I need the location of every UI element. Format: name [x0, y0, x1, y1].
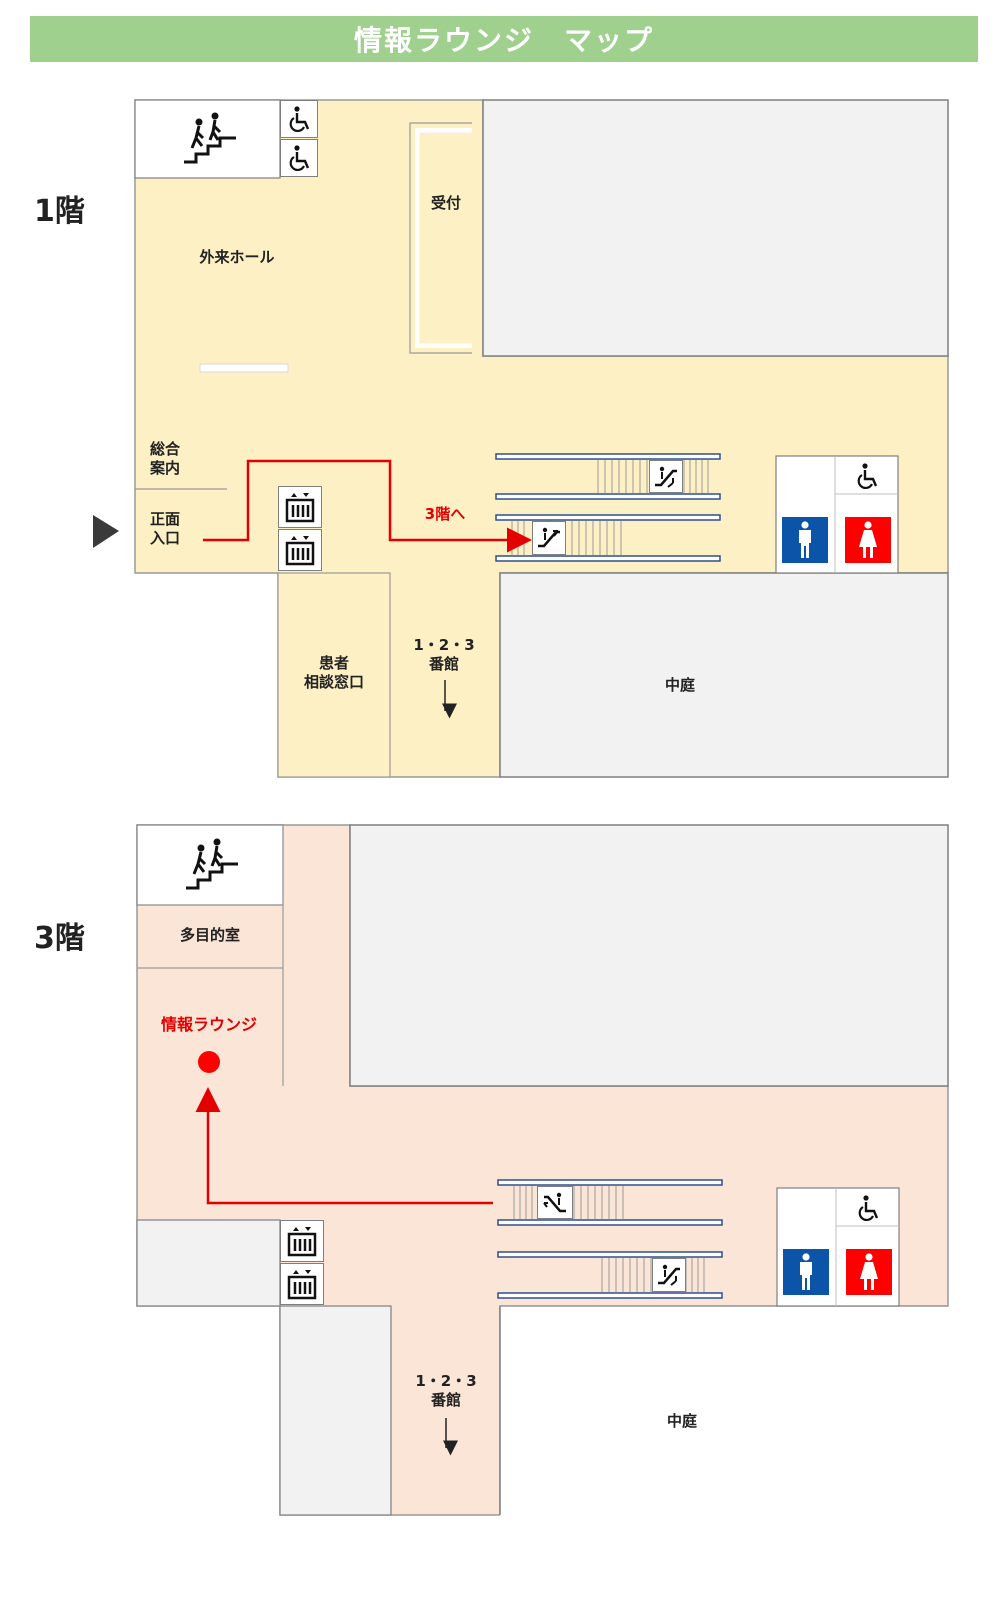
- elevator-icon: [278, 529, 322, 571]
- route-to-lounge: [195, 1087, 493, 1205]
- map-title: 情報ラウンジ マップ: [353, 24, 654, 57]
- outpatient-hall-label: 外来ホール: [199, 248, 275, 266]
- wheelchair-icon: [280, 100, 318, 138]
- multipurpose-room-label: 多目的室: [179, 926, 240, 944]
- floor1-escalators: [495, 453, 721, 562]
- reception-counter: [409, 122, 472, 354]
- floor1-plan: [93, 99, 949, 778]
- floor3-label: 3階: [34, 921, 85, 956]
- buildings-label-floor3: 1・2・3 番館: [415, 1372, 477, 1409]
- floor1-label: 1階: [34, 194, 85, 229]
- men-restroom-icon: [783, 1249, 829, 1295]
- elevator-icon: [280, 1263, 324, 1305]
- wheelchair-icon: [280, 139, 318, 177]
- map-title-banner: 情報ラウンジ マップ: [30, 16, 978, 62]
- route-to-floor3: [203, 459, 532, 553]
- floor3-upper-block: [349, 824, 949, 1087]
- wheelchair-icon: [850, 460, 884, 492]
- info-lounge-label: 情報ラウンジ: [160, 1015, 257, 1034]
- reception-label: 受付: [430, 194, 461, 212]
- floor3-courtyard-area: [500, 1306, 948, 1516]
- to-floor3-label: 3階へ: [424, 505, 466, 523]
- escalator-icon: [649, 460, 683, 493]
- floor3-plan: [136, 824, 949, 1516]
- floor3-escalators: [497, 1179, 723, 1299]
- floor1-upper-block: [482, 99, 949, 357]
- escalator-icon: [537, 1186, 573, 1219]
- women-restroom-icon: [845, 517, 891, 563]
- courtyard-label-floor1: 中庭: [664, 676, 695, 694]
- stairs-icon: [180, 110, 240, 166]
- buildings-label-floor1: 1・2・3 番館: [413, 636, 475, 673]
- escalator-icon: [652, 1258, 686, 1292]
- floor3-left-gray-room: [136, 1219, 281, 1307]
- consultation-label: 患者 相談窓口: [303, 654, 364, 691]
- elevator-icon: [278, 486, 322, 528]
- floor1-courtyard-block: [499, 572, 949, 778]
- info-desk-counter: [199, 363, 289, 373]
- floor1-consultation-room: [277, 572, 391, 778]
- women-restroom-icon: [846, 1249, 892, 1295]
- wheelchair-icon: [851, 1192, 885, 1224]
- escalator-icon: [532, 521, 566, 555]
- courtyard-label-floor3: 中庭: [666, 1412, 697, 1430]
- entrance-arrow-icon: [93, 515, 119, 548]
- stairs-icon: [182, 836, 242, 892]
- general-info-label: 総合 案内: [149, 440, 180, 477]
- elevator-icon: [280, 1220, 324, 1262]
- floor1-stairs-box: [134, 99, 281, 179]
- men-restroom-icon: [782, 517, 828, 563]
- location-dot-icon: [198, 1051, 220, 1073]
- floor3-lower-gray-room: [279, 1305, 392, 1516]
- main-entrance-label: 正面 入口: [149, 510, 180, 547]
